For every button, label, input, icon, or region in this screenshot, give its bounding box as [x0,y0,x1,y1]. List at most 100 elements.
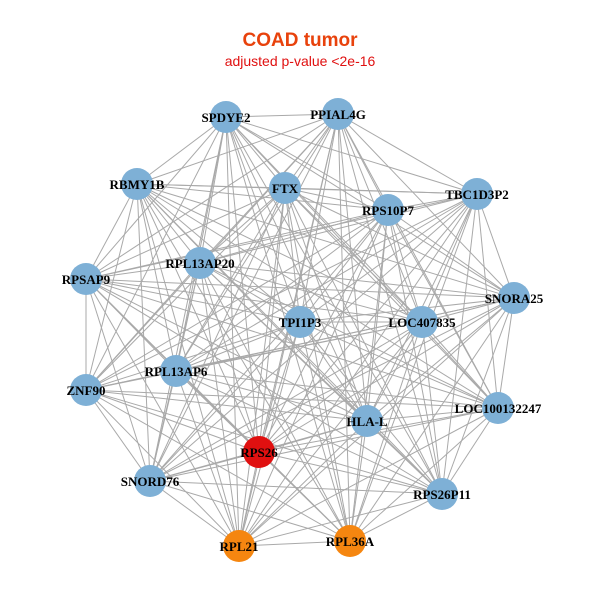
edge-TPI1P3-RPL21 [238,321,301,547]
edge-TPI1P3-LOC100132247 [299,321,499,409]
edge-TBC1D3P2-RPS26 [258,193,478,453]
edge-FTX-RPL13AP6 [175,187,286,372]
edge-RPS10P7-HLA-L [366,209,389,422]
node-circle-RPL13AP20 [184,247,216,279]
edge-RPS10P7-SNORA25 [387,209,515,299]
edge-TBC1D3P2-SNORA25 [476,193,515,299]
node-label-TBC1D3P2: TBC1D3P2 [445,187,509,202]
edge-TBC1D3P2-RPL36A [349,193,478,542]
edge-RPS26P11-RPL36A [349,493,443,542]
edge-SPDYE2-HLA-L [225,116,368,422]
node-label-RBMY1B: RBMY1B [110,177,165,192]
edge-SPDYE2-RPSAP9 [85,116,227,280]
node-circle-RPSAP9 [70,263,102,295]
node-RPL21: RPL21 [220,530,259,562]
node-circle-RPL13AP6 [160,355,192,387]
node-label-RPL21: RPL21 [220,539,259,554]
node-circle-RPS26P11 [426,478,458,510]
edge-FTX-RPSAP9 [85,187,286,280]
edge-SNORA25-HLA-L [366,297,515,422]
edge-RPL21-RPL36A [238,540,351,547]
edge-RBMY1B-RPS26 [136,183,260,453]
node-RPL13AP20: RPL13AP20 [165,247,235,279]
edge-RBMY1B-RPS10P7 [136,183,389,211]
edge-FTX-RPS10P7 [284,187,389,211]
edge-PPIAL4G-SNORD76 [149,113,339,482]
edge-PPIAL4G-TBC1D3P2 [337,113,478,195]
edge-RPS26-RPS26P11 [258,451,443,495]
node-SNORA25: SNORA25 [485,282,544,314]
edge-RPS10P7-RPS26P11 [387,209,443,495]
edge-RPSAP9-TPI1P3 [85,278,301,323]
edge-SPDYE2-ZNF90 [85,116,227,391]
edge-RPSAP9-LOC407835 [85,278,423,323]
node-circle-PPIAL4G [322,98,354,130]
edge-LOC407835-HLA-L [366,321,423,422]
edge-LOC407835-RPS26 [258,321,423,453]
node-SPDYE2: SPDYE2 [201,101,251,133]
node-label-HLA-L: HLA-L [346,414,388,429]
node-FTX: FTX [269,172,301,204]
edge-TPI1P3-SNORD76 [149,321,301,482]
node-label-RPL13AP20: RPL13AP20 [165,256,234,271]
edge-TBC1D3P2-TPI1P3 [299,193,478,323]
edge-TBC1D3P2-SNORD76 [149,193,478,482]
edge-SNORA25-RPL36A [349,297,515,542]
edge-SNORA25-RPS26 [258,297,515,453]
node-circle-FTX [269,172,301,204]
node-label-SNORA25: SNORA25 [485,291,544,306]
edge-SPDYE2-TBC1D3P2 [225,116,478,195]
edge-RPS10P7-TPI1P3 [299,209,389,323]
edge-RPS10P7-LOC100132247 [387,209,499,409]
node-label-LOC100132247: LOC100132247 [455,401,542,416]
node-ZNF90: ZNF90 [67,374,106,406]
figure-subtitle: adjusted p-value <2e-16 [224,53,376,69]
edge-RBMY1B-RPSAP9 [85,183,138,280]
node-LOC100132247: LOC100132247 [455,392,542,424]
edge-RPL13AP6-SNORD76 [149,370,177,482]
edge-HLA-L-RPS26P11 [366,420,443,495]
edge-LOC100132247-HLA-L [366,407,499,422]
edge-LOC100132247-SNORD76 [149,407,499,482]
node-circle-RBMY1B [121,168,153,200]
edge-FTX-ZNF90 [85,187,286,391]
edge-FTX-LOC100132247 [284,187,499,409]
edge-SNORA25-LOC100132247 [497,297,515,409]
edge-SPDYE2-SNORA25 [225,116,515,299]
node-label-SPDYE2: SPDYE2 [201,110,250,125]
edge-SNORA25-TPI1P3 [299,297,515,323]
edge-RPS10P7-RPL21 [238,209,389,547]
edge-SPDYE2-RPS26P11 [225,116,443,495]
edge-PPIAL4G-RPL36A [337,113,351,542]
edge-TPI1P3-RPL13AP6 [175,321,301,372]
node-TPI1P3: TPI1P3 [279,306,322,338]
edge-SNORA25-RPS26P11 [441,297,515,495]
node-circle-RPL21 [223,530,255,562]
edge-FTX-SNORA25 [284,187,515,299]
edge-LOC407835-SNORD76 [149,321,423,482]
edge-RPS10P7-RPSAP9 [85,209,389,280]
edge-RBMY1B-RPS26P11 [136,183,443,495]
node-RPL13AP6: RPL13AP6 [145,355,208,387]
edge-FTX-TBC1D3P2 [284,187,478,195]
edge-SPDYE2-PPIAL4G [225,113,339,118]
node-label-SNORD76: SNORD76 [121,474,180,489]
node-label-RPS26: RPS26 [240,445,278,460]
node-circle-SPDYE2 [210,101,242,133]
node-circle-LOC407835 [406,306,438,338]
edge-TPI1P3-RPS26 [258,321,301,453]
edge-ZNF90-RPL36A [85,389,351,542]
node-label-RPS10P7: RPS10P7 [362,203,415,218]
edge-RPL13AP20-ZNF90 [85,262,201,391]
node-label-RPL36A: RPL36A [326,534,375,549]
node-SNORD76: SNORD76 [121,465,180,497]
edge-PPIAL4G-RPSAP9 [85,113,339,280]
node-circle-ZNF90 [70,374,102,406]
edge-LOC407835-LOC100132247 [421,321,499,409]
edge-RPL13AP20-SNORA25 [199,262,515,299]
edge-RBMY1B-RPL13AP20 [136,183,201,264]
edge-ZNF90-HLA-L [85,389,368,422]
node-RPL36A: RPL36A [326,525,375,557]
